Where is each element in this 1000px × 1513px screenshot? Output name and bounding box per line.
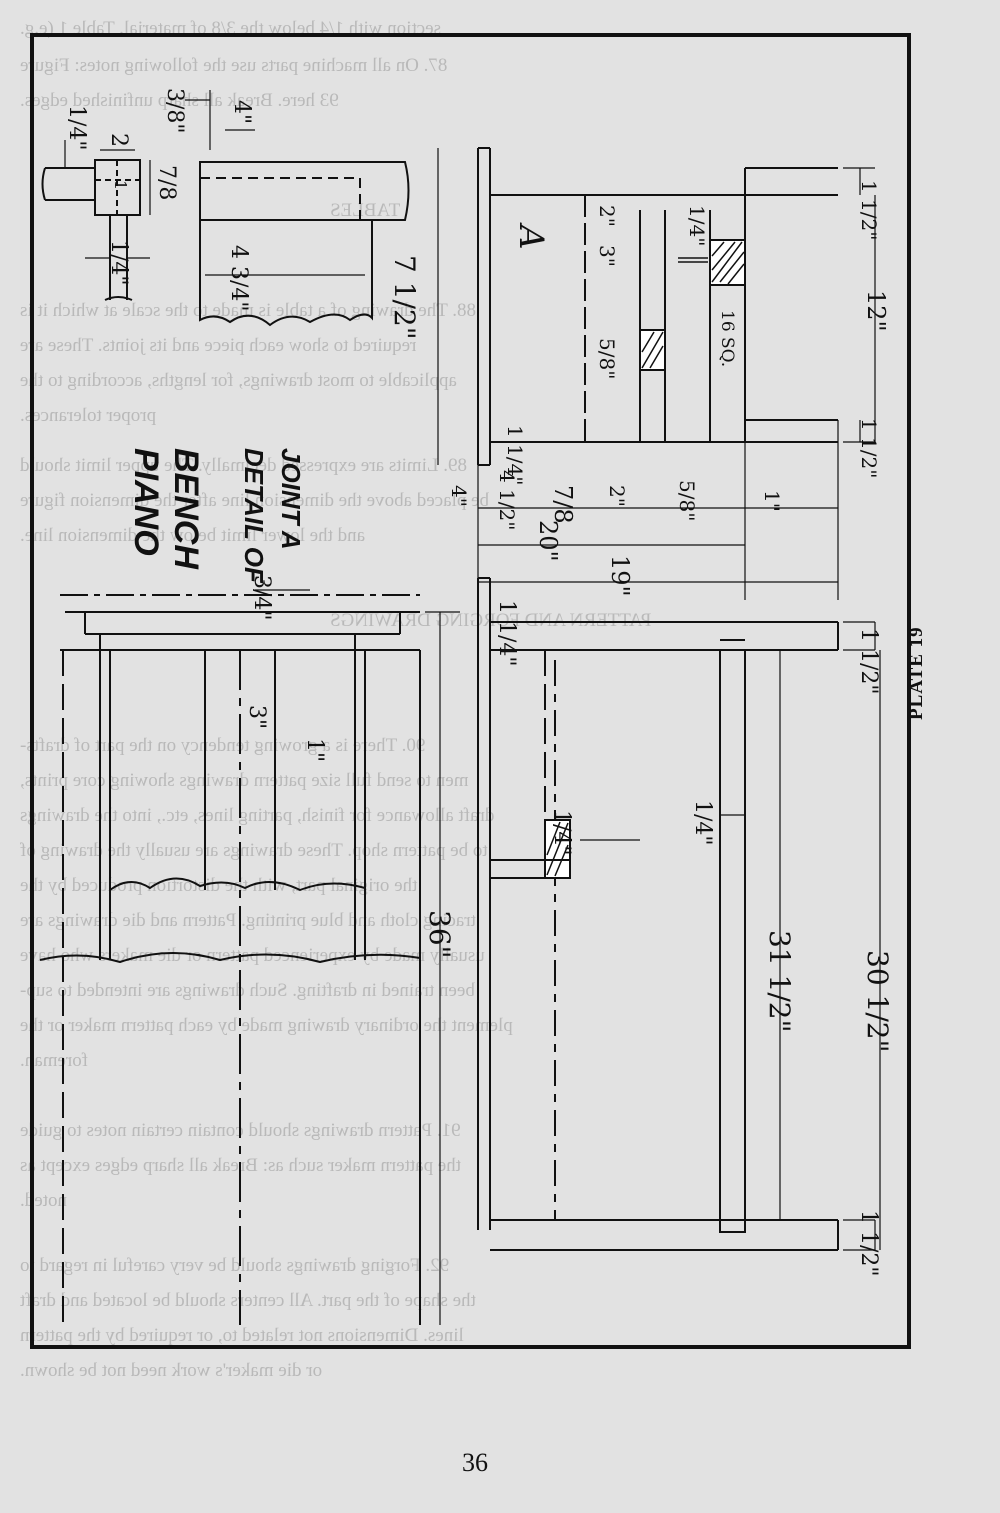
dim-joint-3-8: 3/8" bbox=[162, 88, 187, 134]
dim-1-half-b: 1 1/2" bbox=[857, 418, 881, 478]
dim-1-half-d: 1 1/2" bbox=[856, 1210, 881, 1277]
detail-title-line-1: DETAIL OF bbox=[239, 448, 269, 584]
dim-row-2: 2" bbox=[605, 485, 629, 507]
dim-joint-1-4: 1/4" bbox=[106, 240, 131, 286]
side-view-labels: 1 1/2" 1 1/2" 1/4" 1/4" 31 1/2" 30 1/2" bbox=[549, 628, 894, 1277]
dim-2-right: 2" bbox=[595, 205, 619, 227]
dim-19: 19" bbox=[606, 555, 634, 597]
dim-row-7-8: 7/8 bbox=[549, 485, 577, 524]
top-view-labels: A 7 1/2" 12" 1 1/2" 1 1/2" 2" 3" 1/4" 16… bbox=[388, 180, 890, 597]
dim-joint-4: 4" bbox=[229, 100, 254, 124]
dim-joint-7-8: 7/8 bbox=[154, 165, 179, 200]
dim-1-quarter-b: 1 1/4" bbox=[494, 600, 519, 667]
dim-3-right: 3" bbox=[595, 245, 619, 267]
front-view-labels: 3/4" 1 1/4" 3" 1" 36" bbox=[244, 575, 519, 959]
dim-12: 12" bbox=[862, 290, 890, 332]
dim-joint-1: 1 bbox=[111, 180, 130, 190]
dim-1-half-c: 1 1/2" bbox=[856, 628, 881, 695]
dim-20: 20" bbox=[534, 520, 562, 562]
title-line-1: PIANO bbox=[127, 448, 165, 556]
dim-joint-quarter: 1/4" bbox=[64, 105, 89, 151]
dim-1-half-a: 1 1/2" bbox=[857, 180, 881, 240]
top-view-drawing bbox=[437, 147, 876, 600]
dim-1-quarter: 1 1/4" bbox=[503, 425, 527, 485]
dim-quarter-mid: 1/4" bbox=[549, 810, 574, 856]
border-frame bbox=[30, 33, 911, 1349]
dim-row-4: 4" bbox=[447, 485, 471, 507]
side-view-drawing bbox=[477, 577, 881, 1251]
dim-3-4: 3/4" bbox=[249, 575, 274, 621]
dim-joint-2: 2 bbox=[106, 133, 131, 147]
dim-5-8: 5/8" bbox=[595, 338, 619, 379]
dim-row-4-half: 4 1/2" bbox=[495, 470, 519, 530]
joint-detail-drawing bbox=[41, 90, 410, 327]
front-view-drawing bbox=[39, 589, 460, 1325]
joint-label: A bbox=[511, 222, 551, 250]
dim-front-3: 3" bbox=[244, 705, 269, 729]
plate-label: PLATE 19 bbox=[906, 626, 927, 720]
dim-row-1-half: 1" bbox=[760, 490, 784, 512]
detail-title-line-2: JOINT A bbox=[276, 448, 306, 550]
dim-row-5-8: 5/8" bbox=[675, 480, 699, 521]
joint-detail-labels: 1/4" 2 1 3/8" 7/8 4" 1/4" 4 3/4" bbox=[64, 88, 254, 312]
dim-front-1: 1" bbox=[302, 738, 327, 762]
page-number: 36 bbox=[462, 1448, 488, 1477]
title-line-2: BENCH bbox=[167, 448, 205, 570]
dim-joint-4-3-4: 4 3/4" bbox=[226, 245, 251, 312]
dim-16-sq: 16 SQ. bbox=[717, 310, 737, 367]
dim-31-half: 31 1/2" bbox=[763, 930, 796, 1032]
dim-30-half: 30 1/2" bbox=[861, 950, 894, 1052]
dim-side-1-4: 1/4" bbox=[690, 800, 715, 846]
drawing-titles: PIANO BENCH DETAIL OF JOINT A bbox=[127, 448, 306, 584]
dim-7-half: 7 1/2" bbox=[388, 255, 421, 340]
dim-quarter-right: 1/4" bbox=[685, 205, 709, 246]
dim-36: 36" bbox=[423, 910, 456, 959]
